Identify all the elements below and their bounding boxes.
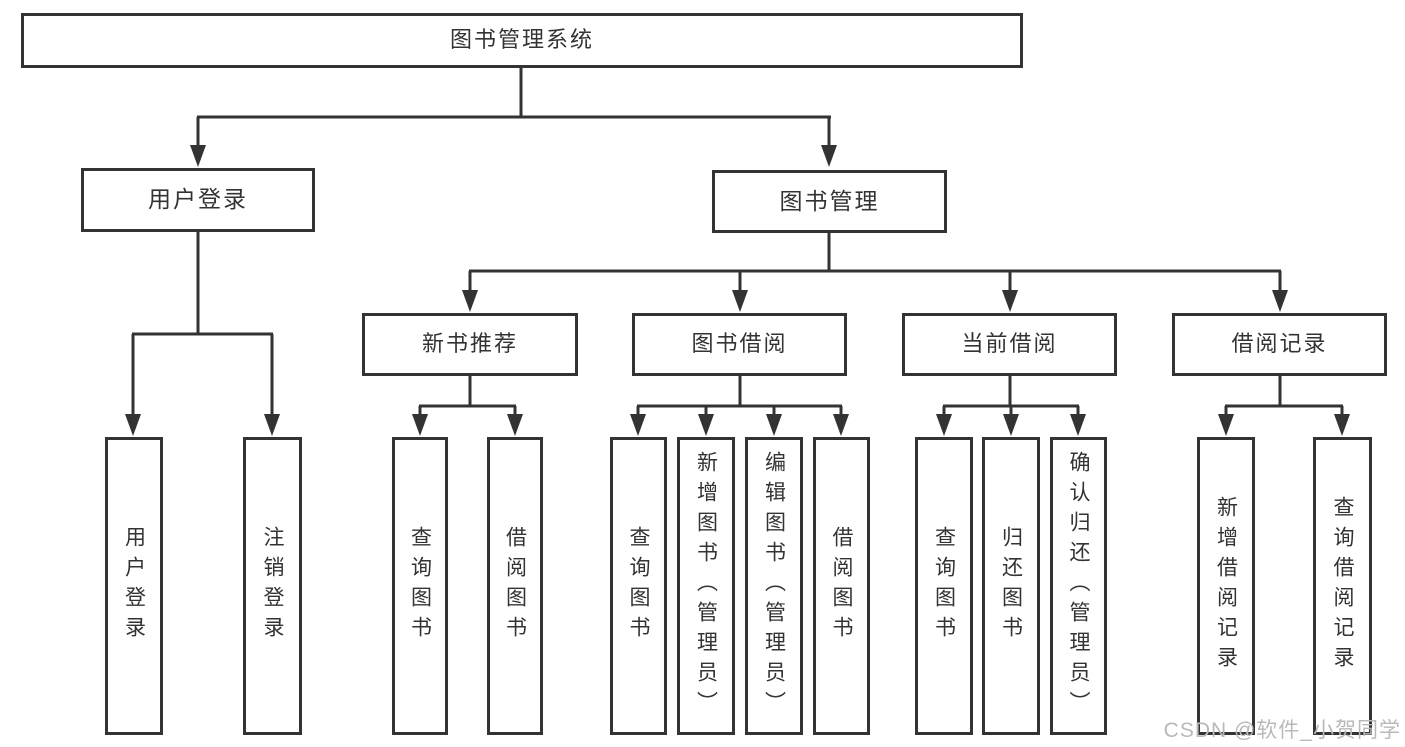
leaf-records-add-record: 新增借阅记录	[1197, 437, 1255, 735]
watermark: CSDN @软件_小贺同学	[1163, 719, 1401, 742]
leaf-current-return-book: 归还图书	[982, 437, 1040, 735]
leaf-borrow-add-book: 新增图书（管理员）	[677, 437, 735, 735]
leaf-logout: 注销登录	[243, 437, 302, 735]
node-new-book-recommend: 新书推荐	[362, 313, 578, 376]
leaf-borrow-edit-book: 编辑图书（管理员）	[745, 437, 803, 735]
leaf-recommend-query-book: 查询图书	[392, 437, 448, 735]
leaf-borrow-borrow-book: 借阅图书	[813, 437, 870, 735]
node-book-borrow: 图书借阅	[632, 313, 847, 376]
node-borrow-records: 借阅记录	[1172, 313, 1387, 376]
leaf-recommend-borrow-book: 借阅图书	[487, 437, 543, 735]
leaf-user-login: 用户登录	[105, 437, 163, 735]
leaf-current-query-book: 查询图书	[915, 437, 973, 735]
node-book-management: 图书管理	[712, 170, 947, 233]
leaf-current-confirm-return: 确认归还（管理员）	[1050, 437, 1107, 735]
leaf-borrow-query-book: 查询图书	[610, 437, 667, 735]
node-root-system: 图书管理系统	[21, 13, 1023, 68]
node-current-borrow: 当前借阅	[902, 313, 1117, 376]
leaf-records-query-record: 查询借阅记录	[1313, 437, 1372, 735]
node-user-login: 用户登录	[81, 168, 315, 232]
